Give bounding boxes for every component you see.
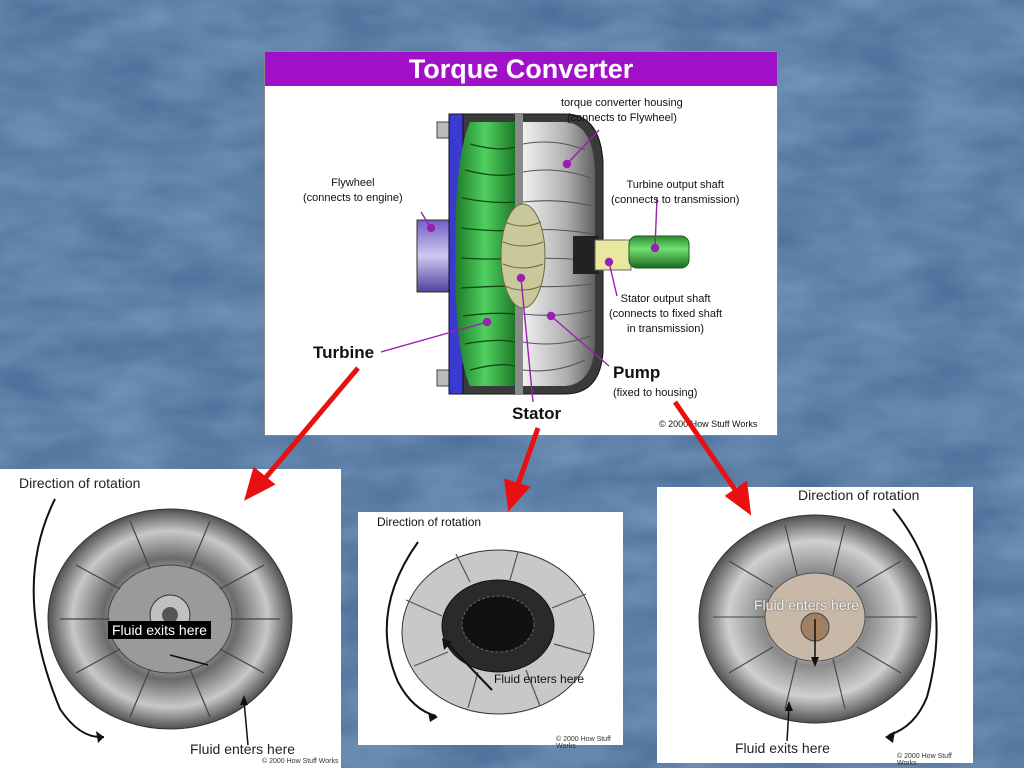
pump-photo bbox=[698, 508, 938, 743]
stator-fluid-enters-label: Fluid enters here bbox=[494, 672, 585, 686]
turbine-label: Turbine bbox=[313, 343, 375, 362]
turbine-credit: © 2000 How Stuff Works bbox=[262, 758, 339, 765]
stator-shaft-label: Stator output shaft (connects to fixed s… bbox=[609, 293, 723, 335]
stator-label: Stator bbox=[512, 404, 562, 423]
pump-note-label: (fixed to housing) bbox=[613, 387, 698, 399]
turbine-direction-label: Direction of rotation bbox=[19, 475, 141, 491]
stator-photo-panel: Direction of rotation Fluid enters here … bbox=[358, 512, 623, 750]
turbine-fluid-enters-label: Fluid enters here bbox=[190, 741, 296, 757]
diagram-title-bar: Torque Converter bbox=[265, 52, 777, 86]
pump-fluid-exits-label: Fluid exits here bbox=[735, 740, 830, 756]
turbine-photo-panel: Direction of rotation Fluid exits here F… bbox=[0, 469, 341, 768]
pump-photo-panel: Direction of rotation Fluid enters here … bbox=[657, 487, 973, 767]
pump-direction-label: Direction of rotation bbox=[798, 487, 920, 503]
torque-converter-diagram: Torque Converter bbox=[264, 51, 778, 436]
turbine-fluid-exits-label: Fluid exits here bbox=[108, 621, 211, 639]
housing-label: torque converter housing (connects to Fl… bbox=[561, 97, 683, 124]
flywheel-hub bbox=[416, 219, 454, 293]
converter-illustration bbox=[380, 113, 690, 403]
pump-fluid-enters-label: Fluid enters here bbox=[754, 597, 860, 613]
diagram-copyright: © 2000 How Stuff Works bbox=[659, 419, 758, 429]
flywheel-label: Flywheel (connects to engine) bbox=[303, 177, 403, 204]
turbine-photo bbox=[32, 498, 293, 746]
pump-credit: © 2000 How Stuff Works bbox=[897, 753, 952, 767]
turbine-shaft-label: Turbine output shaft (connects to transm… bbox=[611, 179, 740, 206]
stator-credit: © 2000 How Stuff Works bbox=[556, 736, 611, 750]
stator-direction-label: Direction of rotation bbox=[377, 515, 482, 529]
diagram-title: Torque Converter bbox=[408, 54, 634, 84]
pump-label: Pump bbox=[613, 363, 661, 382]
stator-photo bbox=[385, 541, 595, 722]
